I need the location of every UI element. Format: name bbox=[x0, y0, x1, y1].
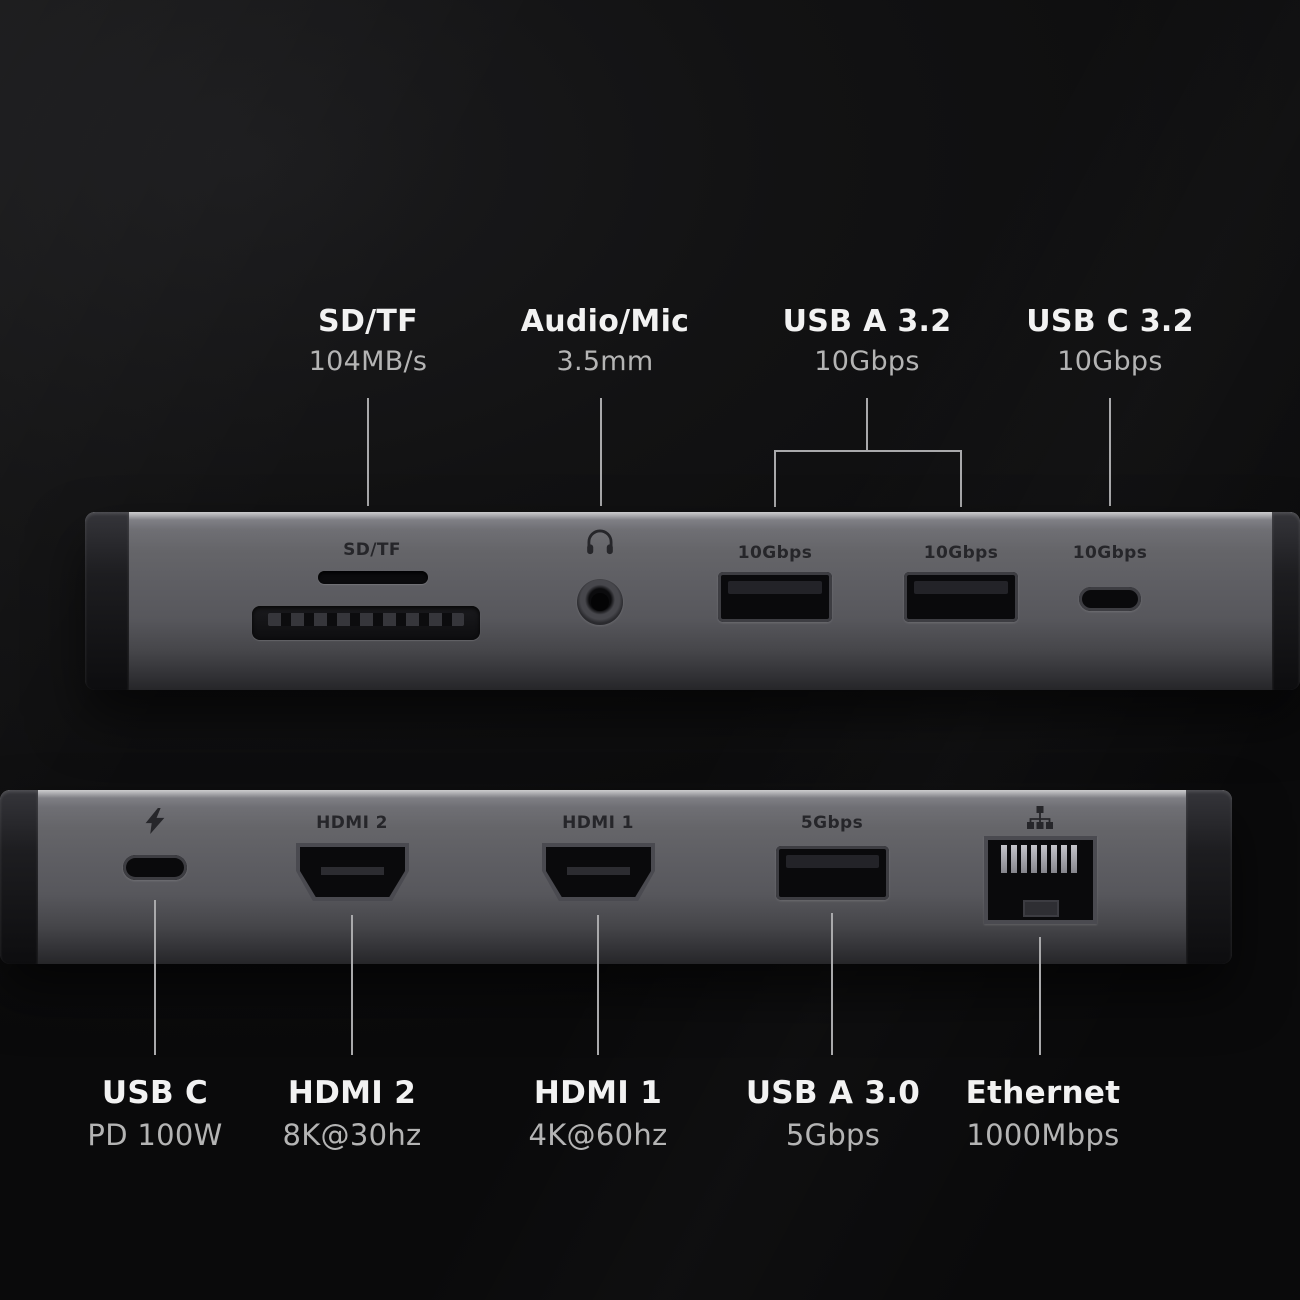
hdmi-1-tongue bbox=[566, 867, 631, 875]
callout-hdmi-2-title: HDMI 2 bbox=[287, 1075, 417, 1111]
callout-hdmi-1: HDMI 1 4K@60hz bbox=[528, 1075, 667, 1152]
leader-line-usb-a-branch bbox=[774, 450, 962, 452]
dock-front-panel: HDMI 2 HDMI 1 5Gbps bbox=[0, 790, 1232, 964]
rj45-pin-teeth bbox=[1001, 845, 1080, 873]
sd-slot-print: SD/TF bbox=[343, 540, 401, 560]
callout-audio-mic: Audio/Mic 3.5mm bbox=[521, 304, 690, 377]
hdmi-1-port bbox=[542, 843, 655, 901]
usb-a-3-0-tongue bbox=[786, 855, 879, 868]
dock-rear-panel: SD/TF 10Gbps 10Gbps 10Gbps bbox=[85, 512, 1300, 690]
lightning-bolt-icon bbox=[145, 808, 165, 834]
callout-usb-a-32-subtitle: 10Gbps bbox=[814, 346, 920, 377]
hdmi-2-print: HDMI 2 bbox=[316, 813, 388, 833]
rear-panel-left-endcap bbox=[85, 512, 129, 690]
audio-jack-hole bbox=[591, 593, 609, 611]
callout-sd-tf: SD/TF 104MB/s bbox=[309, 304, 428, 377]
usb-a-port-1-tongue bbox=[728, 581, 822, 594]
front-panel-left-endcap bbox=[0, 790, 38, 964]
callout-ethernet-title: Ethernet bbox=[965, 1075, 1121, 1111]
rear-panel-right-endcap bbox=[1272, 512, 1300, 690]
audio-jack-3-5mm bbox=[577, 579, 623, 625]
usb-c-pd-port bbox=[123, 855, 187, 880]
callout-hdmi-2: HDMI 2 8K@30hz bbox=[282, 1075, 421, 1152]
usb-a-3-2-port-1 bbox=[718, 572, 832, 622]
callout-ethernet: Ethernet 1000Mbps bbox=[966, 1075, 1121, 1152]
callout-hdmi-1-subtitle: 4K@60hz bbox=[528, 1118, 668, 1152]
callout-usb-c-pd-title: USB C bbox=[101, 1075, 209, 1111]
hdmi-2-tongue bbox=[320, 867, 385, 875]
callout-usb-a-32: USB A 3.2 10Gbps bbox=[783, 304, 952, 377]
leader-line-sd-tf bbox=[367, 398, 369, 506]
callout-usb-c-32: USB C 3.2 10Gbps bbox=[1026, 304, 1194, 377]
usb-a-port-2-tongue bbox=[914, 581, 1008, 594]
callout-usb-c-pd-subtitle: PD 100W bbox=[87, 1118, 223, 1152]
headphones-icon bbox=[586, 529, 614, 555]
callout-usb-a-30: USB A 3.0 5Gbps bbox=[746, 1075, 920, 1152]
hdmi-1-print: HDMI 1 bbox=[562, 813, 634, 833]
usb-a-3-0-port bbox=[776, 846, 889, 900]
rj45-clip-notch bbox=[1022, 900, 1059, 917]
leader-line-usb-a-30 bbox=[831, 913, 833, 1055]
leader-line-audio-mic bbox=[600, 398, 602, 506]
callout-hdmi-2-subtitle: 8K@30hz bbox=[282, 1118, 422, 1152]
leader-line-ethernet bbox=[1039, 937, 1041, 1055]
ethernet-rj45-port bbox=[984, 836, 1097, 924]
usb-a-3-2-port-2 bbox=[904, 572, 1018, 622]
leader-line-usb-a-stem bbox=[866, 398, 868, 452]
microsd-card-slot bbox=[318, 571, 428, 584]
callout-audio-mic-subtitle: 3.5mm bbox=[556, 346, 654, 377]
usb-a-port-2-print: 10Gbps bbox=[923, 543, 999, 563]
callout-ethernet-subtitle: 1000Mbps bbox=[966, 1118, 1120, 1152]
usb-a-5gbps-print: 5Gbps bbox=[800, 813, 864, 833]
usb-c-port-print: 10Gbps bbox=[1072, 543, 1148, 563]
leader-line-usb-a-right bbox=[960, 450, 962, 507]
callout-audio-mic-title: Audio/Mic bbox=[520, 304, 690, 339]
leader-line-usb-c bbox=[1109, 398, 1111, 506]
callout-usb-a-30-title: USB A 3.0 bbox=[745, 1075, 921, 1111]
leader-line-usb-a-left bbox=[774, 450, 776, 507]
callout-sd-tf-subtitle: 104MB/s bbox=[308, 346, 428, 377]
hdmi-2-port bbox=[296, 843, 409, 901]
ethernet-network-icon bbox=[1027, 806, 1053, 830]
callout-usb-c-pd: USB C PD 100W bbox=[87, 1075, 222, 1152]
leader-line-hdmi-1 bbox=[597, 915, 599, 1055]
leader-line-usb-c-pd bbox=[154, 900, 156, 1055]
callout-usb-c-32-title: USB C 3.2 bbox=[1026, 304, 1194, 339]
usb-a-port-1-print: 10Gbps bbox=[737, 543, 813, 563]
callout-usb-c-32-subtitle: 10Gbps bbox=[1057, 346, 1163, 377]
leader-line-hdmi-2 bbox=[351, 915, 353, 1055]
callout-hdmi-1-title: HDMI 1 bbox=[533, 1075, 663, 1111]
sd-card-slot bbox=[252, 606, 480, 640]
callout-sd-tf-title: SD/TF bbox=[318, 304, 418, 339]
callout-usb-a-30-subtitle: 5Gbps bbox=[785, 1118, 881, 1152]
callout-usb-a-32-title: USB A 3.2 bbox=[782, 304, 952, 339]
sd-card-slot-pins bbox=[268, 613, 464, 626]
front-panel-right-endcap bbox=[1186, 790, 1232, 964]
usb-c-3-2-port bbox=[1079, 587, 1141, 611]
